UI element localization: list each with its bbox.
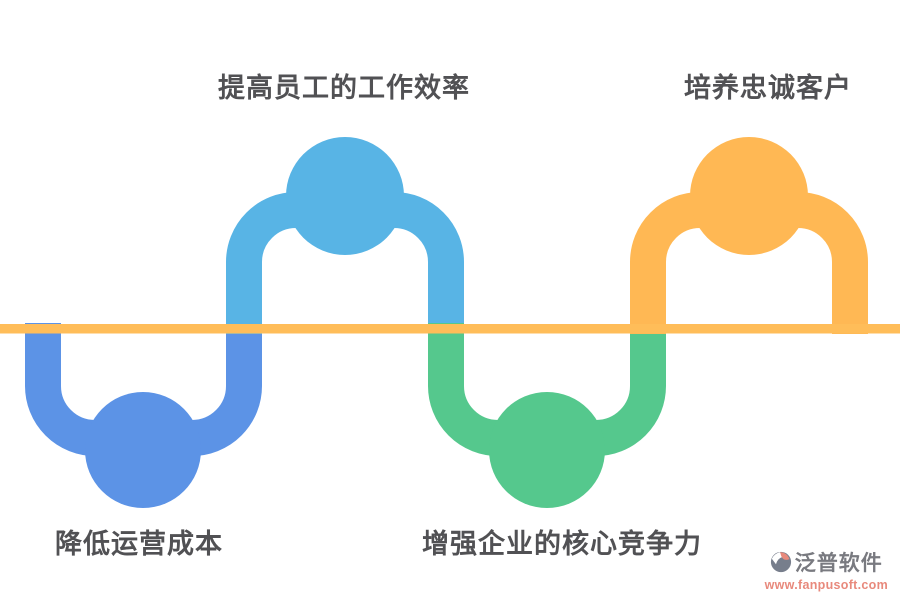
brand-name: 泛普软件 [794, 552, 883, 575]
logo-leaf [779, 552, 790, 560]
node-improve-efficiency [286, 137, 404, 255]
label-lower-costs: 降低运营成本 [55, 529, 223, 559]
node-lower-costs [85, 392, 201, 508]
node-core-competitiveness [489, 392, 605, 508]
baseline [0, 324, 900, 334]
label-improve-efficiency: 提高员工的工作效率 [218, 73, 470, 103]
label-loyal-customers: 培养忠诚客户 [684, 73, 852, 103]
fanpu-logo-icon [770, 551, 791, 573]
brand-watermark: 泛普软件 www.fanpusoft.com [765, 547, 888, 592]
brand-url: www.fanpusoft.com [764, 578, 888, 592]
label-core-competitiveness: 增强企业的核心竞争力 [422, 529, 702, 559]
logo-swirl [771, 552, 783, 565]
brand-row: 泛普软件 [770, 547, 883, 577]
node-loyal-customers [690, 137, 808, 255]
